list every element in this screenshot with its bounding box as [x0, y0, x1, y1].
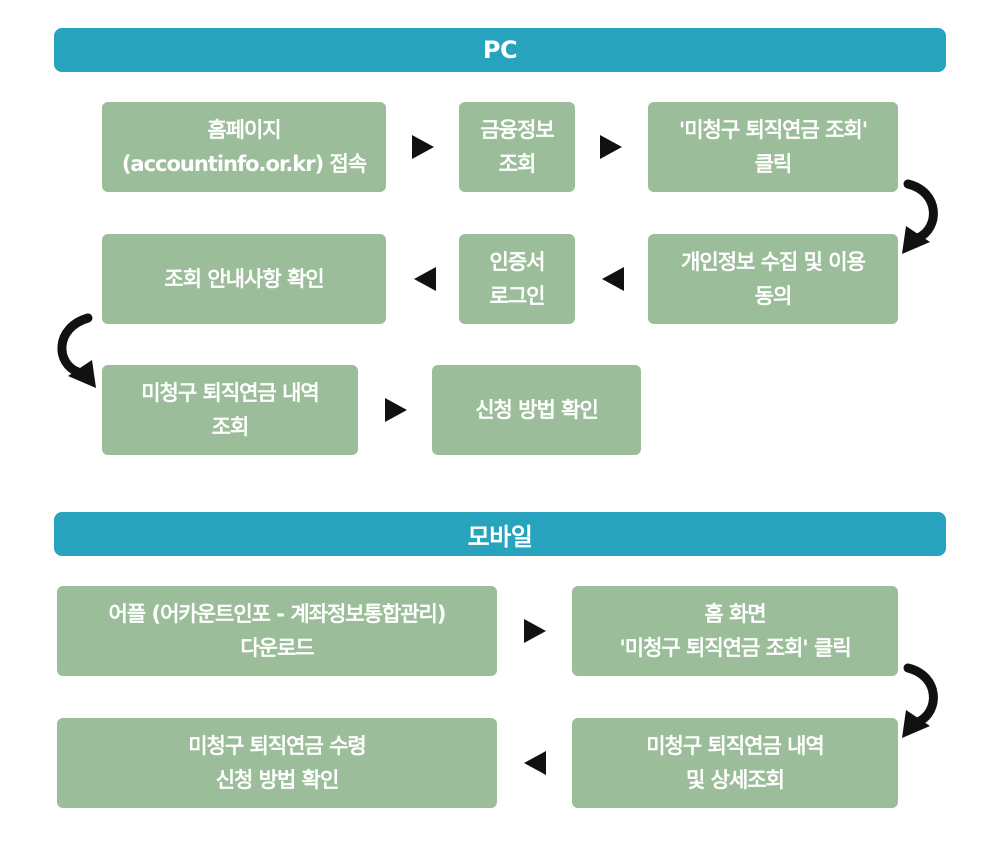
- step-line-1: 금융정보: [480, 118, 554, 142]
- right-arrow-icon: [524, 619, 546, 643]
- curved-down-arrow-icon: [57, 313, 96, 388]
- curved-down-arrow-icon: [902, 663, 938, 738]
- step-line-1: 조회 안내사항 확인: [164, 267, 324, 291]
- step-line-1: 미청구 퇴직연금 내역: [141, 381, 320, 405]
- step-line-1: 홈페이지: [207, 118, 281, 142]
- step-line-2: 조회: [211, 415, 250, 439]
- step-line-2: (accountinfo.or.kr) 접속: [121, 152, 367, 176]
- step-line-1: 어플 (어카운트인포 - 계좌정보통합관리): [108, 602, 447, 626]
- pc-step-financial-info: 금융정보 조회: [459, 102, 575, 192]
- step-line-1: 미청구 퇴직연금 수령: [188, 734, 367, 758]
- right-arrow-icon: [385, 398, 407, 422]
- pc-step-check-method: 신청 방법 확인: [432, 365, 641, 455]
- mobile-step-claim-method: 미청구 퇴직연금 수령 신청 방법 확인: [57, 718, 497, 808]
- pc-step-homepage-access: 홈페이지 (accountinfo.or.kr) 접속: [102, 102, 386, 192]
- pc-step-privacy-consent: 개인정보 수집 및 이용 동의: [648, 234, 898, 324]
- step-line-2: 클릭: [754, 152, 793, 176]
- mobile-section-header: 모바일: [54, 512, 946, 556]
- pc-step-click-unclaimed: '미청구 퇴직연금 조회' 클릭: [648, 102, 898, 192]
- mobile-step-home-click: 홈 화면 '미청구 퇴직연금 조회' 클릭: [572, 586, 898, 676]
- left-arrow-icon: [602, 267, 624, 291]
- step-line-1: 미청구 퇴직연금 내역: [646, 734, 825, 758]
- pc-section-title: PC: [482, 36, 518, 64]
- left-arrow-icon: [524, 751, 546, 775]
- pc-step-check-notice: 조회 안내사항 확인: [102, 234, 386, 324]
- mobile-step-download-app: 어플 (어카운트인포 - 계좌정보통합관리) 다운로드: [57, 586, 497, 676]
- step-line-2: 로그인: [489, 284, 546, 308]
- step-line-2: 조회: [498, 152, 537, 176]
- step-line-1: 홈 화면: [704, 602, 766, 626]
- step-line-1: 개인정보 수집 및 이용: [681, 250, 866, 274]
- step-line-2: 및 상세조회: [686, 768, 785, 792]
- step-line-2: '미청구 퇴직연금 조회' 클릭: [619, 636, 851, 660]
- pc-step-view-unclaimed: 미청구 퇴직연금 내역 조회: [102, 365, 358, 455]
- pc-section-header: PC: [54, 28, 946, 72]
- mobile-step-view-details: 미청구 퇴직연금 내역 및 상세조회: [572, 718, 898, 808]
- curved-down-arrow-icon: [902, 179, 938, 254]
- left-arrow-icon: [414, 267, 436, 291]
- step-line-2: 다운로드: [240, 636, 314, 660]
- step-line-1: '미청구 퇴직연금 조회': [678, 118, 868, 142]
- right-arrow-icon: [600, 135, 622, 159]
- right-arrow-icon: [412, 135, 434, 159]
- mobile-section-title: 모바일: [467, 522, 533, 551]
- step-line-1: 인증서: [489, 250, 546, 274]
- step-line-2: 신청 방법 확인: [215, 768, 340, 792]
- step-line-1: 신청 방법 확인: [475, 398, 599, 422]
- pc-step-certificate-login: 인증서 로그인: [459, 234, 575, 324]
- step-line-2: 동의: [754, 284, 793, 308]
